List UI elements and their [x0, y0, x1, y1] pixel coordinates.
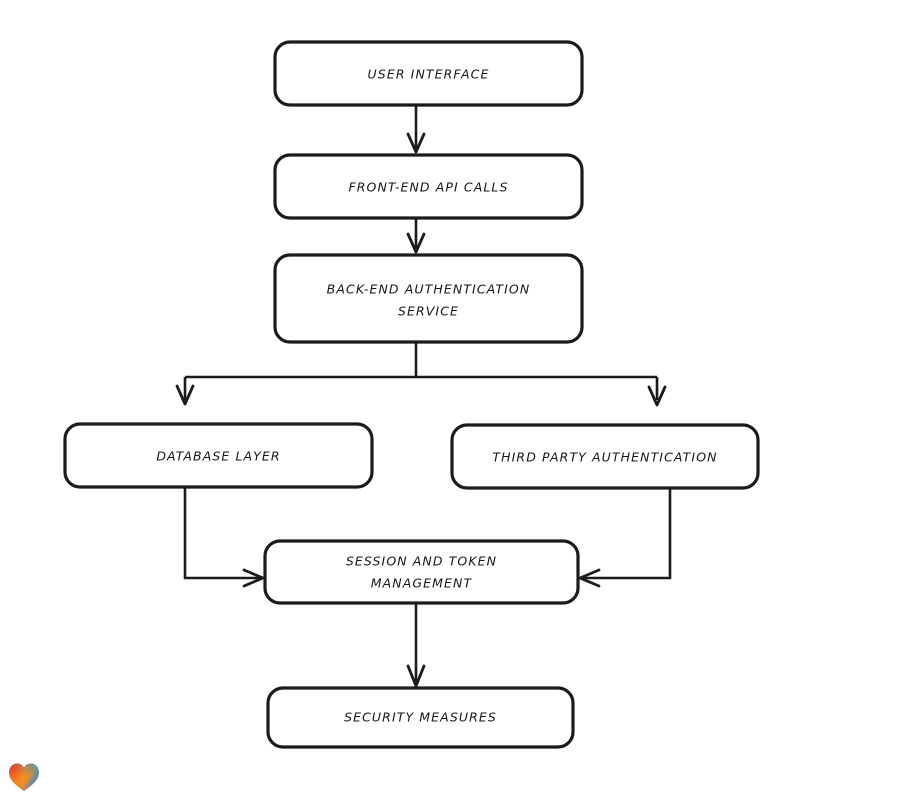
node-user-interface-shape	[273, 40, 584, 107]
node-backend-auth-service-label-line1: BACK-END AUTHENTICATION	[327, 282, 531, 297]
edge-user-interface-to-frontend-api-calls	[406, 105, 426, 154]
node-database-layer[interactable]: DATABASE LAYER	[63, 422, 374, 489]
node-database-layer-shape	[63, 422, 374, 489]
edge-database-layer-to-session-and-token-management	[183, 487, 265, 588]
node-security-measures-shape	[266, 686, 575, 749]
heart-icon	[9, 763, 39, 791]
node-session-and-token-management[interactable]: SESSION AND TOKEN MANAGEMENT	[263, 539, 580, 605]
edge-third-party-authentication-to-session-and-token-management	[578, 488, 672, 588]
node-third-party-authentication[interactable]: THIRD PARTY AUTHENTICATION	[450, 423, 760, 490]
node-backend-auth-service[interactable]: BACK-END AUTHENTICATION SERVICE	[273, 253, 584, 344]
edge-frontend-api-calls-to-backend-auth-service	[406, 218, 426, 254]
node-frontend-api-calls-label: FRONT-END API CALLS	[348, 180, 508, 195]
edge-session-and-token-management-to-security-measures	[406, 603, 426, 688]
node-session-and-token-management-label-line1: SESSION AND TOKEN	[346, 554, 497, 569]
node-database-layer-label: DATABASE LAYER	[156, 449, 280, 464]
node-security-measures-label: SECURITY MEASURES	[344, 710, 497, 725]
heart-watermark	[8, 762, 40, 792]
edge-backend-auth-service-split	[175, 342, 667, 407]
node-third-party-authentication-label: THIRD PARTY AUTHENTICATION	[492, 450, 717, 465]
node-session-and-token-management-label-line2: MANAGEMENT	[371, 576, 473, 591]
node-backend-auth-service-label-line2: SERVICE	[398, 304, 459, 319]
node-user-interface-label: USER INTERFACE	[368, 67, 490, 82]
node-frontend-api-calls[interactable]: FRONT-END API CALLS	[273, 153, 584, 220]
node-frontend-api-calls-shape	[273, 153, 584, 220]
node-session-and-token-management-shape	[263, 539, 580, 605]
node-security-measures[interactable]: SECURITY MEASURES	[266, 686, 575, 749]
node-backend-auth-service-shape	[273, 253, 584, 344]
node-third-party-authentication-shape	[450, 423, 760, 490]
node-user-interface[interactable]: USER INTERFACE	[273, 40, 584, 107]
